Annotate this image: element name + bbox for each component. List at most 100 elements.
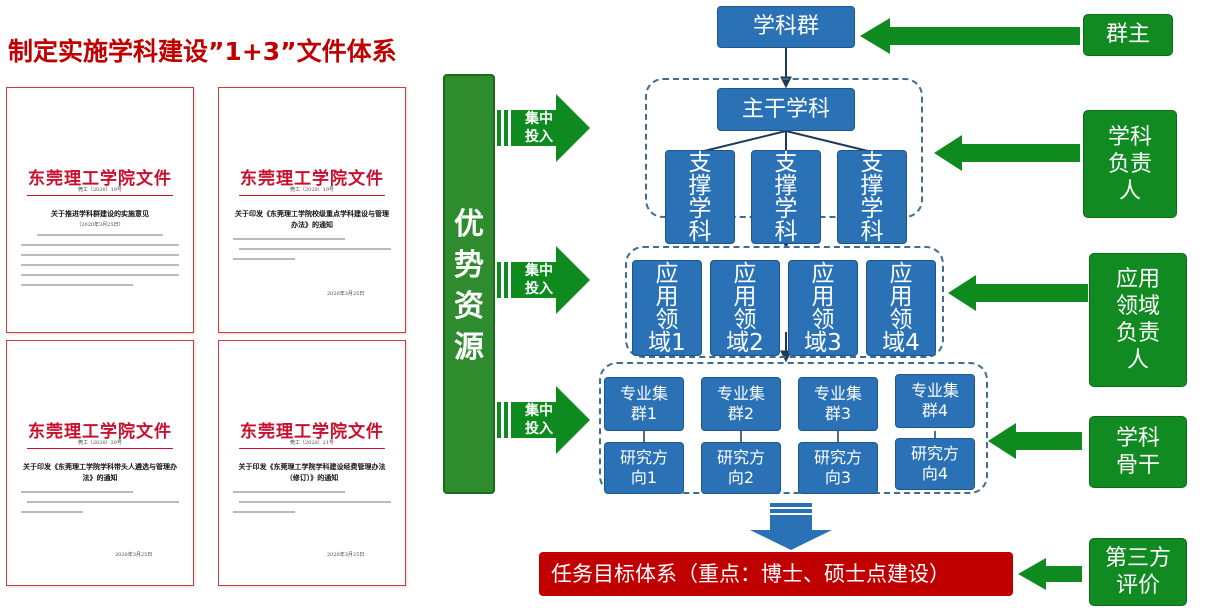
text-line [21, 264, 179, 266]
down-arrow [750, 503, 832, 550]
core-discipline-label: 主干学科 [741, 97, 830, 122]
char: 领 [733, 307, 757, 333]
role-label-line: 负责 [1107, 152, 1152, 177]
application-field-3: 应 用 领 域3 [788, 260, 858, 356]
invest-label-line: 投入 [525, 281, 553, 297]
text-line [21, 274, 179, 276]
document-4[interactable]: 东莞理工学院文件 莞工〔2020〕21号 关于印发《东莞理工学院学科建设经费管理… [218, 340, 406, 586]
invest-arrow-3 [497, 386, 590, 454]
invest-label-line: 集中 [525, 403, 553, 419]
char: 领 [811, 307, 835, 333]
text-line: 群2 [727, 404, 755, 423]
role-label-line: 学科 [1115, 426, 1160, 451]
advantage-resources-bar: 优势资源 [443, 74, 495, 494]
text-line [37, 234, 163, 236]
text-line [239, 501, 391, 503]
char: 撑 [860, 173, 884, 199]
document-2[interactable]: 东莞理工学院文件 莞工〔2020〕19号 关于印发《东莞理工学院校级重点学科建设… [218, 87, 406, 333]
char: 域4 [882, 330, 920, 356]
role-label-line: 骨干 [1115, 453, 1160, 478]
document-header: 东莞理工学院文件 [28, 169, 172, 189]
page-title: 制定实施学科建设”1+3”文件体系 [8, 37, 397, 66]
char: 支 [860, 150, 884, 176]
document-1[interactable]: 东莞理工学院文件 莞工〔2020〕18号 关于推进学科群建设的实施意见 （202… [6, 87, 194, 333]
char: 科 [860, 219, 884, 245]
char: 撑 [774, 173, 798, 199]
invest-label-line: 集中 [525, 111, 553, 127]
text-line: 向1 [630, 468, 658, 487]
invest-label-line: 集中 [525, 263, 553, 279]
text-line [21, 254, 179, 256]
discipline-cluster-box: 学科群 [717, 6, 855, 48]
char: 域3 [804, 330, 842, 356]
text-line: 群1 [630, 404, 658, 423]
role-arrow-gugan [988, 423, 1082, 459]
char: 应 [889, 261, 913, 287]
discipline-cluster-label: 学科群 [752, 14, 819, 39]
document-3[interactable]: 东莞理工学院文件 莞工〔2020〕20号 关于印发《东莞理工学院学科带头人遴选与… [6, 340, 194, 586]
char: 用 [889, 284, 913, 310]
char: 支 [774, 150, 798, 176]
char: 应 [733, 261, 757, 287]
document-header: 东莞理工学院文件 [240, 169, 384, 189]
role-label-line: 人 [1118, 179, 1141, 204]
document-date: 2020年3月25日 [327, 552, 365, 558]
char: 科 [774, 219, 798, 245]
text-line: 向2 [727, 468, 755, 487]
text-line: 群3 [824, 404, 852, 423]
document-number: 莞工〔2020〕18号 [77, 187, 123, 193]
invest-label-1: 集中 投入 [515, 110, 563, 146]
text-line [233, 511, 295, 513]
invest-arrow-1 [497, 94, 590, 162]
document-title: 关于印发《东莞理工学院校级重点学科建设与管理办法》的通知 [235, 209, 389, 229]
char: 撑 [688, 173, 712, 199]
research-direction-1: 研究方向1 [604, 442, 684, 494]
role-arrow-qunzhu [860, 18, 1080, 54]
application-group [625, 246, 944, 358]
char: 科 [688, 219, 712, 245]
char: 领 [889, 307, 913, 333]
text-line [21, 284, 133, 286]
role-arrow-fuzeren [934, 135, 1080, 171]
role-label-line: 人 [1126, 348, 1149, 373]
text-line: 专业集 [813, 384, 862, 403]
role-discipline-leader: 学科 负责 人 [1083, 110, 1177, 218]
char: 学 [860, 196, 884, 222]
document-red-rule [239, 195, 385, 196]
text-line: 研究方 [619, 448, 668, 467]
text-line: 向4 [921, 464, 949, 483]
major-cluster-2: 专业集群2 [701, 377, 781, 431]
core-discipline-box: 主干学科 [717, 88, 855, 131]
char: 学 [688, 196, 712, 222]
text-line: 研究方 [813, 448, 862, 467]
invest-label-line: 投入 [525, 129, 553, 145]
text-line [21, 511, 83, 513]
role-label-line: 学科 [1107, 125, 1152, 150]
text-line [239, 248, 391, 250]
invest-arrow-2 [497, 246, 590, 314]
role-key-member: 学科 骨干 [1089, 416, 1187, 488]
text-line: 专业集 [910, 381, 959, 400]
text-line [233, 238, 345, 240]
text-line: 研究方 [910, 444, 959, 463]
text-line [233, 258, 295, 260]
supporting-discipline-3: 支 撑 学 科 [837, 150, 907, 244]
char: 领 [655, 307, 679, 333]
text-line [233, 491, 345, 493]
document-date: 2020年3月25日 [115, 552, 153, 558]
char: 支 [688, 150, 712, 176]
document-title: 关于推进学科群建设的实施意见 [51, 209, 149, 218]
document-date: （2020年3月25日） [76, 222, 124, 228]
supporting-discipline-1: 支 撑 学 科 [665, 150, 735, 244]
document-number: 莞工〔2020〕21号 [289, 440, 335, 446]
role-third-party: 第三方 评价 [1089, 538, 1187, 606]
application-field-4: 应 用 领 域4 [866, 260, 936, 356]
document-header: 东莞理工学院文件 [28, 422, 172, 442]
document-number: 莞工〔2020〕19号 [289, 187, 335, 193]
char: 应 [655, 261, 679, 287]
document-date: 2020年3月25日 [327, 291, 365, 297]
research-direction-4: 研究方向4 [895, 438, 975, 490]
role-label-line: 第三方 [1104, 546, 1171, 571]
text-line [21, 244, 179, 246]
